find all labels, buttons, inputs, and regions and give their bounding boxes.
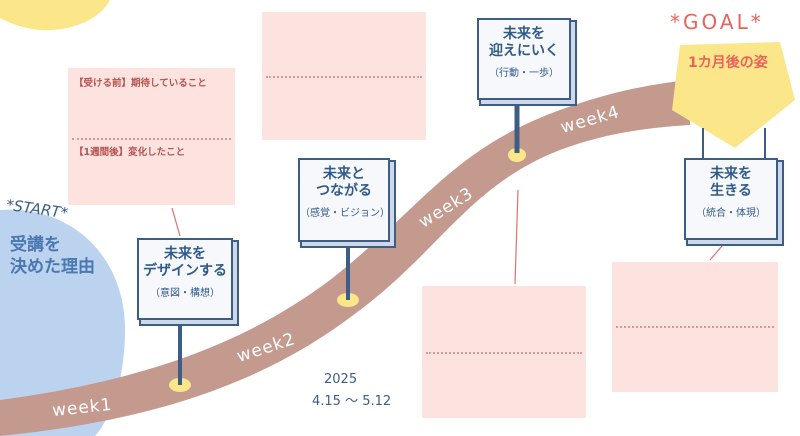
road: [0, 80, 690, 436]
goal-text: 1カ月後の姿: [688, 55, 768, 71]
date-year: 2025: [324, 372, 358, 387]
note-before-after[interactable]: 【受ける前】期待していること 【1週間後】変化したこと: [68, 68, 235, 205]
goal-label: *GOAL*: [670, 10, 764, 34]
sign-live-future: 未来を 生きる（統合・体現）: [684, 158, 778, 240]
yellow-blob: [0, 0, 110, 31]
note-goal[interactable]: [612, 262, 778, 392]
note-before-label: 【受ける前】期待していること: [74, 78, 207, 89]
note-week3[interactable]: [422, 286, 586, 418]
start-text: 受講を 決めた理由: [10, 235, 95, 277]
sign-meet-future: 未来を 迎えにいく（行動・一歩）: [477, 18, 571, 100]
date-range: 4.15 ～ 5.12: [312, 394, 392, 409]
sign-connect-future: 未来と つながる（感覚・ビジョン）: [298, 158, 390, 242]
start-area: [0, 209, 125, 436]
note-week2[interactable]: [262, 12, 426, 140]
goal-hexagon: [672, 42, 795, 148]
note-after-label: 【1週間後】変化したこと: [74, 147, 186, 158]
sign-design-future: 未来を デザインする（意図・構想）: [137, 238, 233, 320]
